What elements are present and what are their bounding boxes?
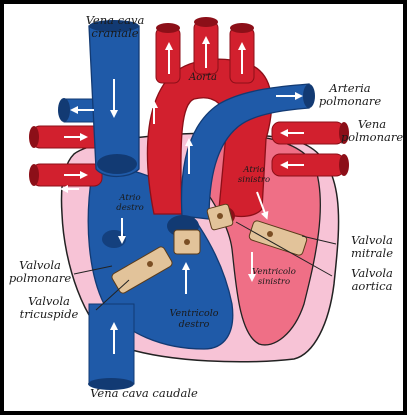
diagram-canvas: Vena cava craniale Aorta Arteria polmona… bbox=[4, 4, 403, 411]
label-ventricolo-sinistro-2: sinistro bbox=[258, 277, 290, 287]
label-vena-polmonare-2: polmonare bbox=[341, 130, 403, 144]
label-ventricolo-destro-1: Ventricolo bbox=[170, 308, 219, 319]
label-valvola-tricuspide-2: tricuspide bbox=[20, 307, 79, 321]
label-arteria-polmonare-2: polmonare bbox=[319, 94, 382, 108]
label-valvola-aortica-1: Valvola bbox=[351, 266, 393, 280]
label-atrio-sinistro-2: sinistro bbox=[238, 175, 270, 185]
pulmonary-veins-right bbox=[271, 121, 349, 177]
label-atrio-destro-1: Atrio bbox=[118, 193, 140, 203]
flow-arrows bbox=[60, 36, 304, 354]
label-atrio-sinistro-1: Atrio bbox=[242, 165, 264, 175]
label-valvola-mitrale-2: mitrale bbox=[351, 246, 393, 260]
label-valvola-mitrale-1: Valvola bbox=[351, 233, 393, 247]
label-vena-cava-cranial-2: craniale bbox=[91, 26, 138, 40]
label-valvola-polmonare-1: Valvola bbox=[19, 258, 61, 272]
heart-diagram: Vena cava craniale Aorta Arteria polmona… bbox=[9, 13, 403, 400]
label-valvola-polmonare-2: polmonare bbox=[9, 271, 72, 285]
label-ventricolo-destro-2: destro bbox=[179, 319, 210, 330]
label-valvola-tricuspide-1: Valvola bbox=[28, 294, 70, 308]
label-atrio-destro-2: destro bbox=[116, 203, 143, 213]
label-vena-cava-caudale: Vena cava caudale bbox=[90, 386, 198, 400]
label-vena-cava-cranial-1: Vena cava bbox=[86, 13, 145, 27]
label-valvola-aortica-2: aortica bbox=[352, 279, 393, 293]
valve-pulmonary bbox=[173, 229, 201, 255]
label-ventricolo-sinistro-1: Ventricolo bbox=[252, 267, 296, 277]
valve-mitral bbox=[248, 220, 308, 256]
label-vena-polmonare-1: Vena bbox=[358, 117, 386, 131]
label-aorta: Aorta bbox=[188, 72, 217, 83]
valve-aortic bbox=[206, 203, 234, 231]
leader-lines bbox=[73, 221, 337, 311]
label-arteria-polmonare-1: Arteria bbox=[328, 81, 370, 95]
vena-cava-caudal bbox=[88, 303, 135, 385]
